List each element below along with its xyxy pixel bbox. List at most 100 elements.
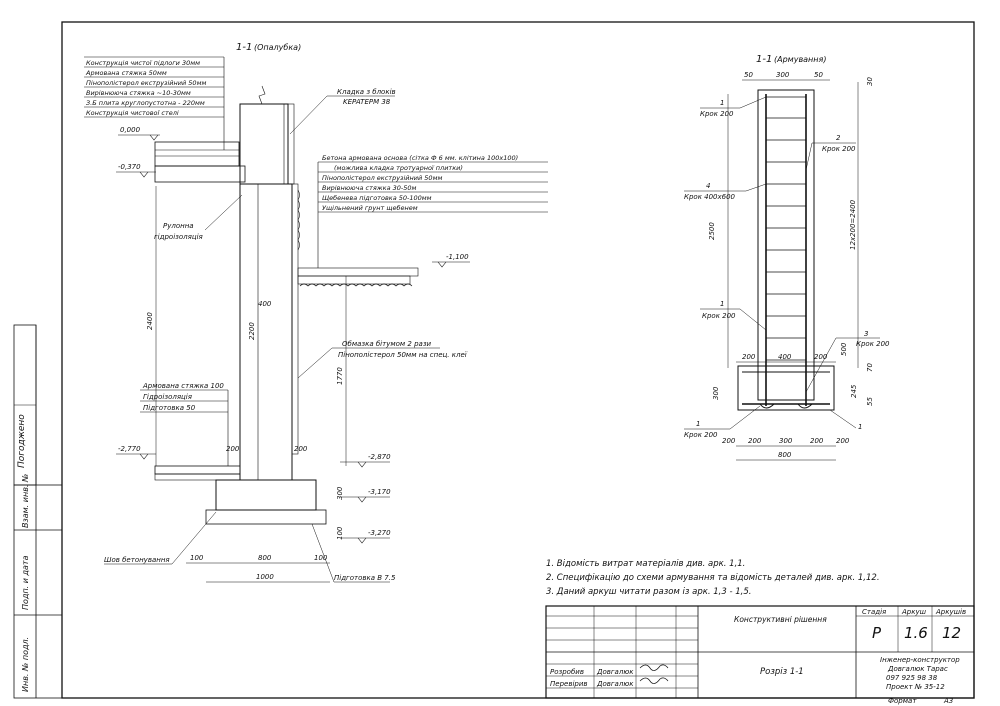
mark-3: 3 [864,330,868,338]
block-wall [239,103,289,185]
formwork-section: 1-1 (Опалубка) Конструкція чистої підлог… [84,42,548,583]
rebar-wall [757,89,815,401]
krok-200-b: Крок 200 [822,145,856,153]
elevation-minus-3270: -3,270 [368,529,391,537]
signature-2 [639,677,669,684]
wall-label-1: Кладка з блоків [337,88,396,96]
rebar-f300: 300 [779,437,793,445]
section-name: Конструктивні рішення [734,615,827,624]
rebar-b400: 400 [778,353,792,361]
rebar-b200-a: 200 [742,353,756,361]
rebar-b245: 245 [850,384,858,398]
floor-layer: З.Б плита круглопустотна - 220мм [86,99,205,107]
bitumen-label-2: Пінополістерол 50мм на спец. клеї [338,351,468,359]
sheet-frame [61,21,975,699]
dim-200-a: 200 [226,445,240,453]
roll-label-1: Рулонна [163,222,194,230]
bitumen-label-1: Обмазка бітумом 2 рази [342,340,432,348]
basement-layer: Гідроізоляція [143,393,192,401]
floor-slab [154,141,240,167]
note-3: 3. Даний аркуш читати разом із арк. 1,3 … [546,587,751,597]
mark-1a: 1 [720,99,724,107]
dim-300: 300 [336,486,344,500]
name-developed: Довгалюк [596,668,634,676]
elevation-minus-1100: -1,100 [446,253,469,261]
outside-layer: Ущільнений грунт щебенем [322,204,418,212]
sheets-header: Аркушів [935,608,966,616]
mark-1b: 1 [720,300,724,308]
floor-layer: Вирівнююча стяжка ~10-30мм [86,89,191,97]
stage-header: Стадія [862,608,886,616]
rebar-f800: 800 [778,451,792,459]
krok-200-c: Крок 200 [702,312,736,320]
dim-100-b: 100 [314,554,328,562]
stamp-field-3: Инв. № подл. [21,637,30,692]
title-block: Конструктивні рішення Стадія Аркуш Аркуш… [545,605,975,705]
drawing-name: Розріз 1-1 [760,667,804,677]
rebar-b200-b: 200 [814,353,828,361]
engineer-name: Довгалюк Тарас [887,665,948,673]
basement-layer: Армована стяжка 100 [142,382,224,390]
elevation-minus-3170: -3,170 [368,488,391,496]
krok-400x600: Крок 400х600 [684,193,736,201]
sheet-value: 1.6 [904,624,928,642]
basement-slab [154,465,241,475]
rebar-f200-c: 200 [810,437,824,445]
krok-200-e: Крок 200 [684,431,718,439]
elevation-minus-0370: -0,370 [118,163,141,171]
mark-4: 4 [706,182,710,190]
outside-layer: Бетона армована основа (сітка Ф 6 мм. кл… [322,154,518,162]
sheet-header: Аркуш [901,608,927,616]
rebar-b300: 300 [712,386,720,400]
floor-layer: Армована стяжка 50мм [85,69,167,77]
mark-1c: 1 [696,420,700,428]
left-title-sub: (Опалубка) [254,43,301,52]
roll-label-2: гідроізоляція [154,233,203,241]
format-value: А3 [943,697,953,705]
role-checked: Перевірив [550,680,588,688]
rebar-f200-b: 200 [748,437,762,445]
elevation-0: 0,000 [120,126,141,134]
footing-prep [205,509,327,525]
dim-100-a: 100 [190,554,204,562]
signature-1 [639,664,669,671]
sheets-value: 12 [942,624,961,642]
floor-layer: Конструкція чистової стелі [86,109,179,117]
dim-200-b: 200 [294,445,308,453]
side-stamp: Погоджено Взам. инв. № Подп. и дата Инв.… [13,324,63,699]
rebar-ties [766,96,806,361]
prep-label: Підготовка В 7.5 [334,574,396,582]
pavement [297,267,419,277]
dim-100-v: 100 [336,526,344,540]
elevation-minus-2870: -2,870 [368,453,391,461]
rebar-footing [737,365,835,411]
seam-label: Шов бетонування [104,556,170,564]
rebar-top-50-a: 50 [744,71,753,79]
right-title: 1-1 [756,54,772,65]
right-title-sub: (Армування) [774,55,826,64]
basement-layer: Підготовка 50 [143,404,196,412]
role-developed: Розробив [550,668,584,676]
outside-layers-table: Бетона армована основа (сітка Ф 6 мм. кл… [317,154,548,268]
rebar-b55: 55 [866,397,874,406]
rebar-f200-a: 200 [722,437,736,445]
basement-layers-table: Армована стяжка 100 Гідроізоляція Підгот… [140,382,229,466]
reinforcement-section: 1-1 (Армування) 50 300 50 30 [684,54,890,461]
dim-2400: 2400 [146,312,154,330]
dim-800: 800 [258,554,272,562]
rebar-top-30: 30 [866,77,874,86]
outside-layer: Вирівнююча стяжка 30-50м [322,184,417,192]
engineer-phone: 097 925 98 38 [886,674,938,682]
general-notes: 1. Відомість витрат матеріалів див. арк.… [546,559,880,597]
format-label: Формат [888,697,917,705]
elevation-minus-2770: -2,770 [118,445,141,453]
rebar-top-50-b: 50 [814,71,823,79]
rebar-f200-d: 200 [836,437,850,445]
krok-200-a: Крок 200 [700,110,734,118]
dim-2200: 2200 [248,322,256,340]
krok-200-d: Крок 200 [856,340,890,348]
floor-layers-table: Конструкція чистої підлоги 30мм Армована… [84,56,225,150]
engineer-title: Інженер-конструктор [880,656,960,664]
dim-1770: 1770 [336,367,344,385]
dim-400: 400 [258,300,272,308]
